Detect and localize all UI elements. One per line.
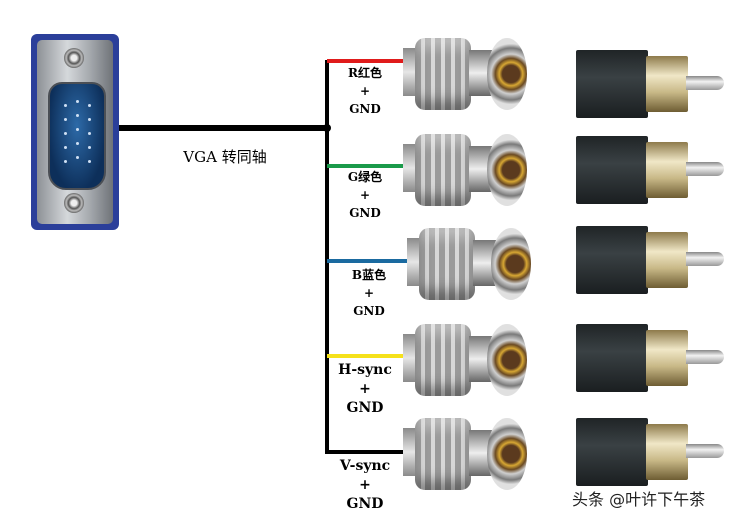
rca-connector-4	[576, 318, 726, 398]
vertical-bus	[325, 60, 329, 454]
branch-yellow	[327, 354, 405, 358]
channel-label-hsync: H-sync+GND	[338, 362, 392, 416]
channel-label-r: R红色+GND	[348, 66, 382, 116]
channel-label-b: B蓝色+GND	[351, 268, 387, 318]
rca-connector-1	[576, 44, 726, 124]
branch-red	[327, 59, 405, 63]
rca-connector-2	[576, 130, 726, 210]
channel-label-vsync: V-sync+GND	[339, 458, 391, 512]
watermark: 头条 @叶许下午茶	[572, 490, 706, 509]
branch-black	[327, 450, 405, 454]
branch-blue	[327, 259, 407, 263]
vga-trunk-wire	[119, 125, 329, 131]
screw-icon	[64, 193, 84, 213]
diagram-title: VGA 转同轴	[183, 148, 267, 166]
bnc-connector-hsync	[403, 320, 527, 400]
bnc-connector-g	[403, 130, 527, 210]
bnc-connector-r	[403, 34, 527, 114]
vga-pin-shell	[48, 82, 106, 190]
rca-connector-3	[576, 220, 726, 300]
rca-connector-5	[576, 412, 726, 492]
bnc-connector-b	[407, 224, 531, 304]
bnc-connector-vsync	[403, 414, 527, 494]
channel-label-g: G绿色+GND	[347, 170, 383, 220]
branch-green	[327, 164, 405, 168]
screw-icon	[64, 48, 84, 68]
